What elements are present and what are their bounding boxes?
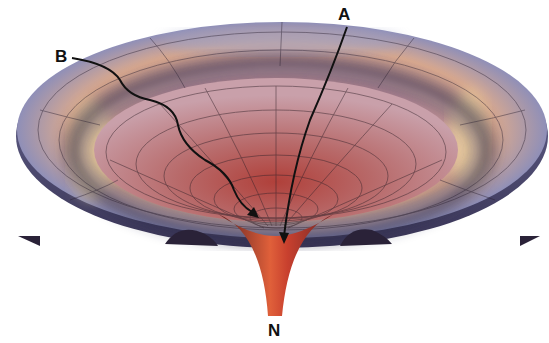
- point-label: B: [55, 48, 67, 65]
- point-label: N: [268, 322, 280, 339]
- point-label: A: [338, 6, 350, 23]
